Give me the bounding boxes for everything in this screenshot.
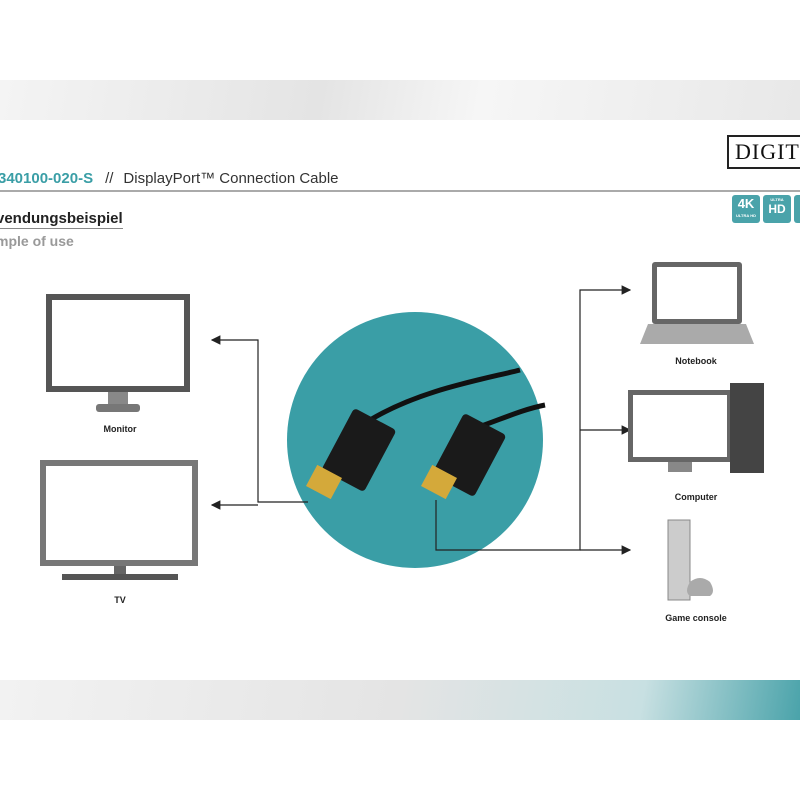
product-name: DisplayPort™ Connection Cable xyxy=(123,170,339,187)
displayport-cable-image xyxy=(306,367,546,500)
connection-arrows xyxy=(210,285,632,555)
game-console-icon xyxy=(667,519,713,601)
computer-icon xyxy=(628,383,764,473)
label-monitor: Monitor xyxy=(103,424,137,434)
notebook-icon xyxy=(640,262,754,344)
label-game-console: Game console xyxy=(665,613,727,623)
top-band xyxy=(0,80,800,120)
label-notebook: Notebook xyxy=(675,356,717,366)
label-computer: Computer xyxy=(674,492,718,502)
tv-icon xyxy=(40,460,198,580)
monitor-icon xyxy=(46,294,190,412)
brand-logo: DIGITUS xyxy=(727,135,800,169)
section-title-en: mple of use xyxy=(0,233,74,249)
bottom-band xyxy=(0,680,800,720)
product-title: 340100-020-S // DisplayPort™ Connection Ca… xyxy=(0,170,339,187)
title-separator: // xyxy=(105,170,114,187)
header-divider xyxy=(0,190,800,192)
cable-backdrop-circle xyxy=(287,312,543,568)
badge-extra xyxy=(794,195,800,223)
section-title-de: vendungsbeispiel xyxy=(0,210,123,229)
label-tv: TV xyxy=(114,595,126,605)
product-code: 340100-020-S xyxy=(0,170,94,187)
